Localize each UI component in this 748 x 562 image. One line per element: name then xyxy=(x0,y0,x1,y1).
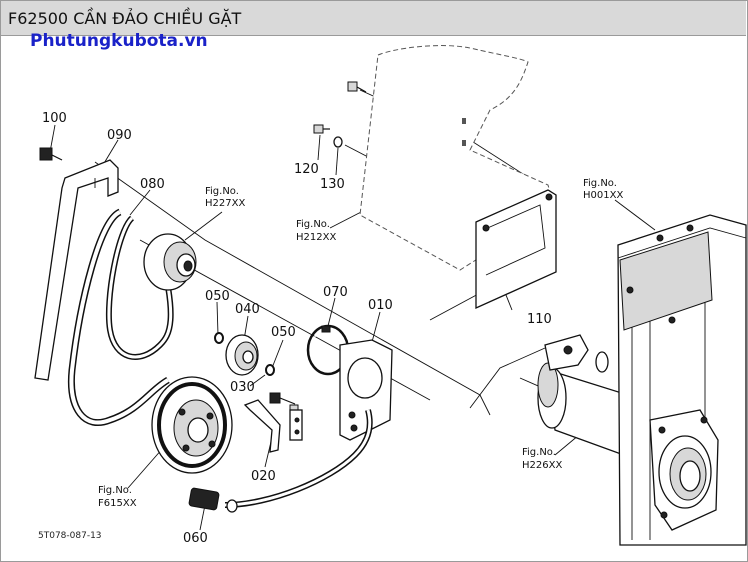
part-labels: 100 090 080 050 040 050 070 010 030 020 … xyxy=(42,111,552,546)
leader-070 xyxy=(326,297,336,331)
bolt-100 xyxy=(39,147,63,161)
cable-060 xyxy=(188,409,373,513)
label-020: 020 xyxy=(251,469,276,484)
page-title: F62500 CẦN ĐẢO CHIỀU GẶT xyxy=(8,9,242,28)
leader-h227 xyxy=(184,211,223,241)
fig-h001-ref: H001XX xyxy=(583,190,623,201)
label-070: 070 xyxy=(323,285,348,300)
fig-h227-ref: H227XX xyxy=(205,198,245,209)
bracket-010 xyxy=(339,339,393,441)
header-bar: F62500 CẦN ĐẢO CHIỀU GẶT xyxy=(1,1,746,36)
part-110-plate xyxy=(475,189,557,310)
alignment-line xyxy=(94,161,491,416)
arm-020 xyxy=(243,399,303,453)
drawing-id: 5T078-087-13 xyxy=(38,531,102,541)
leader-h001 xyxy=(614,199,656,231)
label-050a: 050 xyxy=(205,289,230,304)
label-130: 130 xyxy=(320,177,345,192)
leader-030 xyxy=(249,374,266,387)
fig-refs: Fig.No. H227XX Fig.No. H212XX Fig.No. H0… xyxy=(98,178,623,509)
label-050b: 050 xyxy=(271,325,296,340)
label-010: 010 xyxy=(368,298,393,313)
label-060: 060 xyxy=(183,531,208,546)
washer-130 xyxy=(333,136,343,148)
leader-h212 xyxy=(329,209,366,229)
leader-130 xyxy=(335,147,339,176)
fig-h212-ref: H212XX xyxy=(296,232,336,243)
belt-080 xyxy=(67,208,174,426)
alignment-line xyxy=(469,347,546,409)
label-110: 110 xyxy=(527,312,552,327)
idler-040 xyxy=(225,334,259,376)
fig-h212-label: Fig.No. xyxy=(296,219,330,230)
label-030: 030 xyxy=(230,380,255,395)
bolt-top xyxy=(347,81,367,93)
watermark-text: Phutungkubota.vn xyxy=(30,31,208,51)
leader-060 xyxy=(199,504,206,531)
ring-050a xyxy=(214,332,224,344)
fig-h001-label: Fig.No. xyxy=(583,178,617,189)
ring-050b xyxy=(265,364,275,376)
leader-120 xyxy=(317,134,321,161)
leader-lines xyxy=(49,89,656,531)
fig-h226-label: Fig.No. xyxy=(522,447,556,458)
leader-050a xyxy=(216,301,219,336)
alignment-line xyxy=(429,291,483,321)
bolt-120 xyxy=(313,124,330,134)
label-120: 120 xyxy=(294,162,319,177)
leader-080 xyxy=(129,189,151,216)
label-080: 080 xyxy=(140,177,165,192)
label-100: 100 xyxy=(42,111,67,126)
fig-f615-ref: F615XX xyxy=(98,498,137,509)
fig-h226-ref: H226XX xyxy=(522,460,562,471)
pulley-f615 xyxy=(151,376,233,474)
part-090-bracket xyxy=(34,159,119,381)
pulley-h227 xyxy=(143,233,197,291)
fig-f615-label: Fig.No. xyxy=(98,485,132,496)
leader-050b xyxy=(271,339,284,369)
tube-h226 xyxy=(537,334,666,471)
label-090: 090 xyxy=(107,128,132,143)
flange-h001 xyxy=(649,409,719,531)
fig-h227-label: Fig.No. xyxy=(205,186,239,197)
leader-010 xyxy=(371,311,381,343)
label-040: 040 xyxy=(235,302,260,317)
